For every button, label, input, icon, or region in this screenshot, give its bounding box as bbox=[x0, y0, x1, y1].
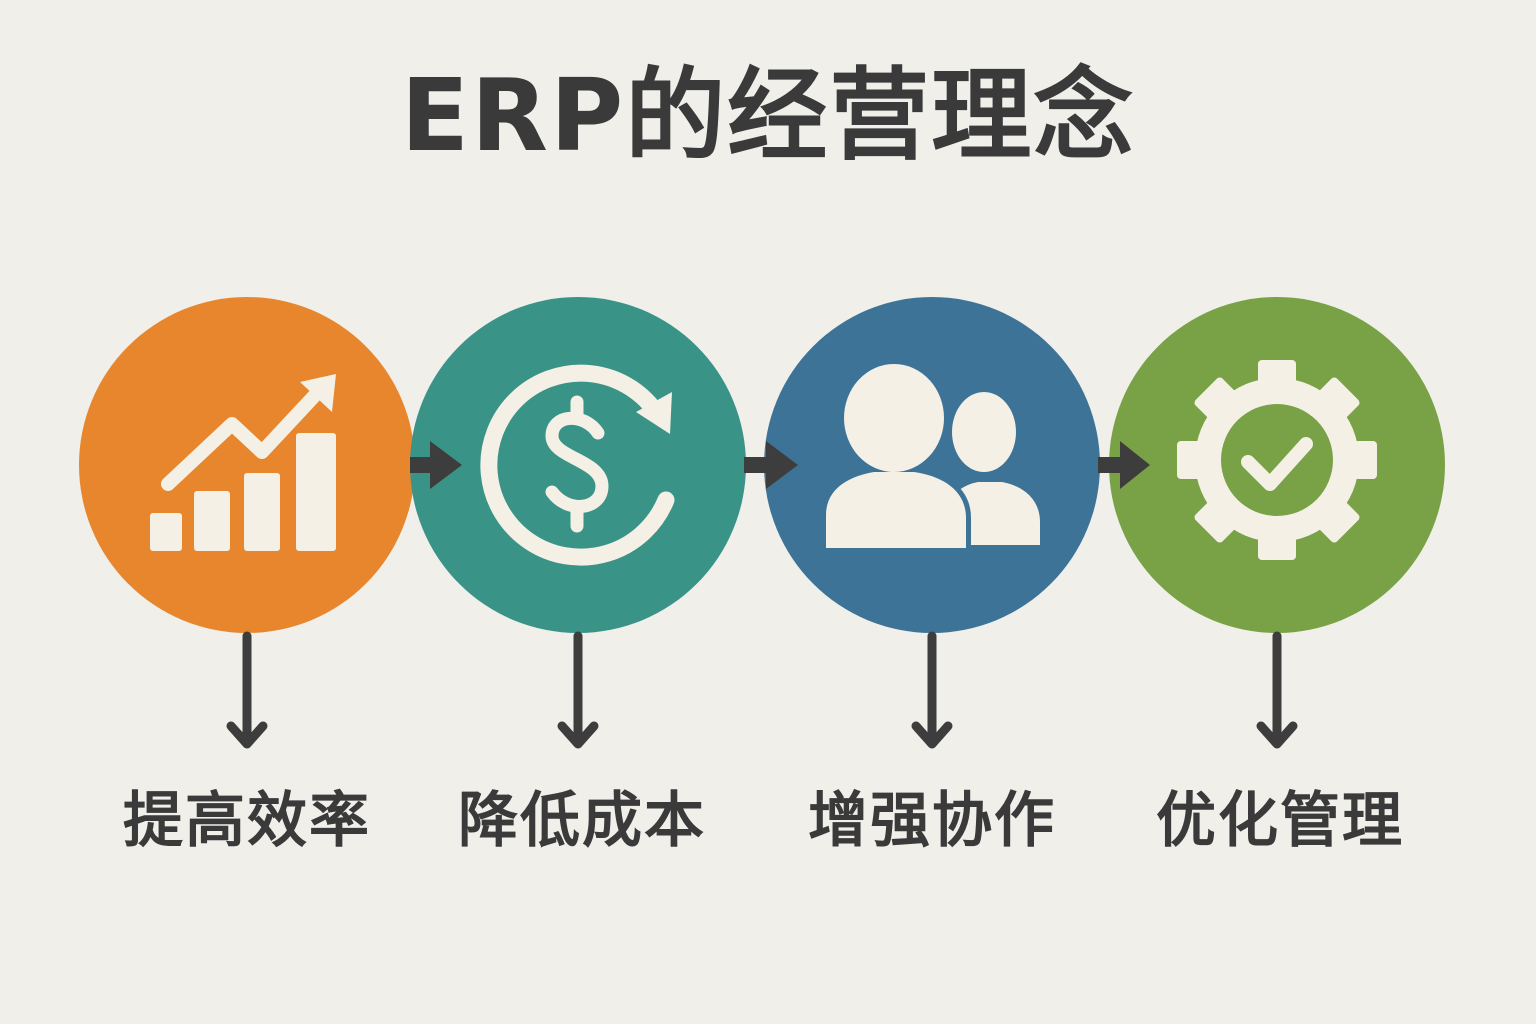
connector-arrow-1 bbox=[410, 441, 462, 489]
step-label-1: 提高效率 bbox=[123, 786, 371, 856]
down-arrow-3 bbox=[911, 631, 953, 749]
page-title: ERP的经营理念 bbox=[400, 57, 1136, 174]
down-arrow-2 bbox=[557, 631, 599, 749]
down-arrow-4 bbox=[1256, 631, 1298, 749]
dollar-cycle-icon bbox=[480, 364, 675, 566]
down-arrow-1 bbox=[226, 631, 268, 749]
connector-arrow-2 bbox=[744, 441, 798, 489]
connector-arrow-3 bbox=[1098, 441, 1150, 489]
step-label-2: 降低成本 bbox=[458, 786, 706, 856]
step-circle-3 bbox=[764, 297, 1100, 633]
growth-chart-icon bbox=[150, 374, 336, 551]
step-label-4: 优化管理 bbox=[1156, 786, 1404, 856]
people-icon bbox=[821, 359, 1040, 553]
gear-check-icon bbox=[1177, 360, 1377, 560]
step-circle-1 bbox=[79, 297, 415, 633]
step-label-3: 增强协作 bbox=[808, 786, 1056, 856]
